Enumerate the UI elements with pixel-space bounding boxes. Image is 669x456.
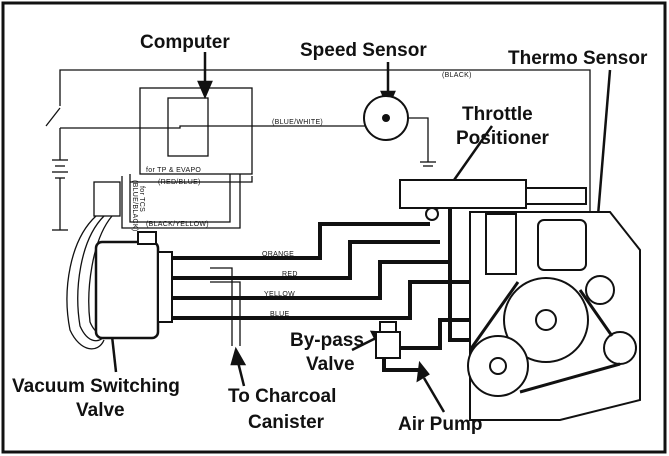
blue-white-wire — [60, 125, 365, 129]
belt-left — [468, 281, 520, 351]
canister-line-2 — [210, 281, 241, 346]
engine-assembly — [375, 179, 641, 421]
wire-label-black: (BLACK) — [442, 72, 472, 79]
speed-sensor-ground-wire — [408, 117, 429, 162]
bypass-hose — [400, 318, 480, 350]
vacuum-hoses — [172, 208, 480, 372]
belt-lower — [519, 362, 621, 394]
throttle-body — [399, 179, 527, 209]
wire-label-black-yellow: (BLACK/YELLOW) — [146, 221, 209, 228]
speed-sensor-hub — [382, 114, 390, 122]
wire-label-red-blue: (RED/BLUE) — [158, 179, 201, 186]
computer-arrowhead — [197, 80, 213, 100]
canister-arrowhead — [230, 346, 247, 366]
orange-hose — [172, 222, 430, 260]
yellow-hose — [172, 260, 450, 300]
speed-sensor-label: Speed Sensor — [300, 40, 427, 61]
wire-label-blue: BLUE — [270, 311, 290, 318]
alternator-pulley — [585, 275, 615, 305]
switch-blade — [45, 107, 61, 127]
black-yellow-wire — [121, 174, 241, 229]
wire-label-for-tcs: for TCS — [138, 186, 145, 212]
black-wire — [59, 69, 591, 240]
vsv-mount-tab — [137, 231, 157, 245]
wire-label-blue-white: (BLUE/WHITE) — [272, 119, 323, 126]
charcoal-canister-label-line2: Canister — [248, 412, 325, 433]
wire-label-orange: ORANGE — [262, 251, 294, 258]
throttle-positioner-label-line2: Positioner — [456, 128, 550, 149]
thermo-sensor-label: Thermo Sensor — [508, 48, 648, 69]
electrical-wiring — [45, 69, 591, 350]
throttle-positioner-diaphragm — [425, 207, 439, 221]
throttle-positioner-label-line1: Throttle — [462, 104, 533, 125]
air-pump-arrow — [422, 377, 446, 413]
air-cleaner-snout — [525, 187, 587, 205]
air-pump-label: Air Pump — [398, 414, 482, 435]
computer-body — [139, 87, 253, 175]
thermostat-housing — [537, 219, 587, 271]
blue-black-wire — [129, 174, 231, 223]
throttle-hose — [448, 208, 470, 342]
vacuum-switching-valve-label-line1: Vacuum Switching — [12, 376, 180, 397]
blue-hose — [172, 280, 470, 320]
wire-label-blue-black: (BLUE/BLACK) — [131, 180, 138, 231]
computer-connector — [167, 97, 209, 157]
drive-belts — [468, 281, 621, 394]
wire-label-red: RED — [282, 271, 298, 278]
air-pump-pulley-hub — [489, 357, 507, 375]
bypass-valve-arrow — [351, 336, 377, 352]
vsv-port-block — [157, 251, 173, 323]
red-hose — [172, 240, 440, 280]
bypass-valve-cap — [379, 321, 397, 333]
distributor — [485, 213, 517, 275]
vacuum-switching-valve-body — [94, 240, 160, 340]
charcoal-canister-label-line1: To Charcoal — [228, 386, 336, 407]
vsv-lead-1 — [66, 215, 105, 350]
red-blue-wire — [130, 176, 253, 183]
bypass-valve-label-line2: Valve — [306, 354, 355, 375]
bypass-valve-body — [375, 331, 401, 359]
computer-label: Computer — [140, 32, 230, 53]
crank-pulley-hub — [535, 309, 557, 331]
wire-label-yellow: YELLOW — [264, 291, 295, 298]
vacuum-switching-valve-label-line2: Valve — [76, 400, 125, 421]
belt-right — [578, 289, 614, 337]
bypass-valve-label-line1: By-pass — [290, 330, 364, 351]
vsv-lead-2 — [77, 215, 107, 342]
idler-pulley — [603, 331, 637, 365]
wire-label-for-tp-evapo: for TP & EVAPO — [146, 167, 201, 174]
tcs-connector — [93, 181, 121, 217]
canister-arrow — [236, 361, 246, 387]
